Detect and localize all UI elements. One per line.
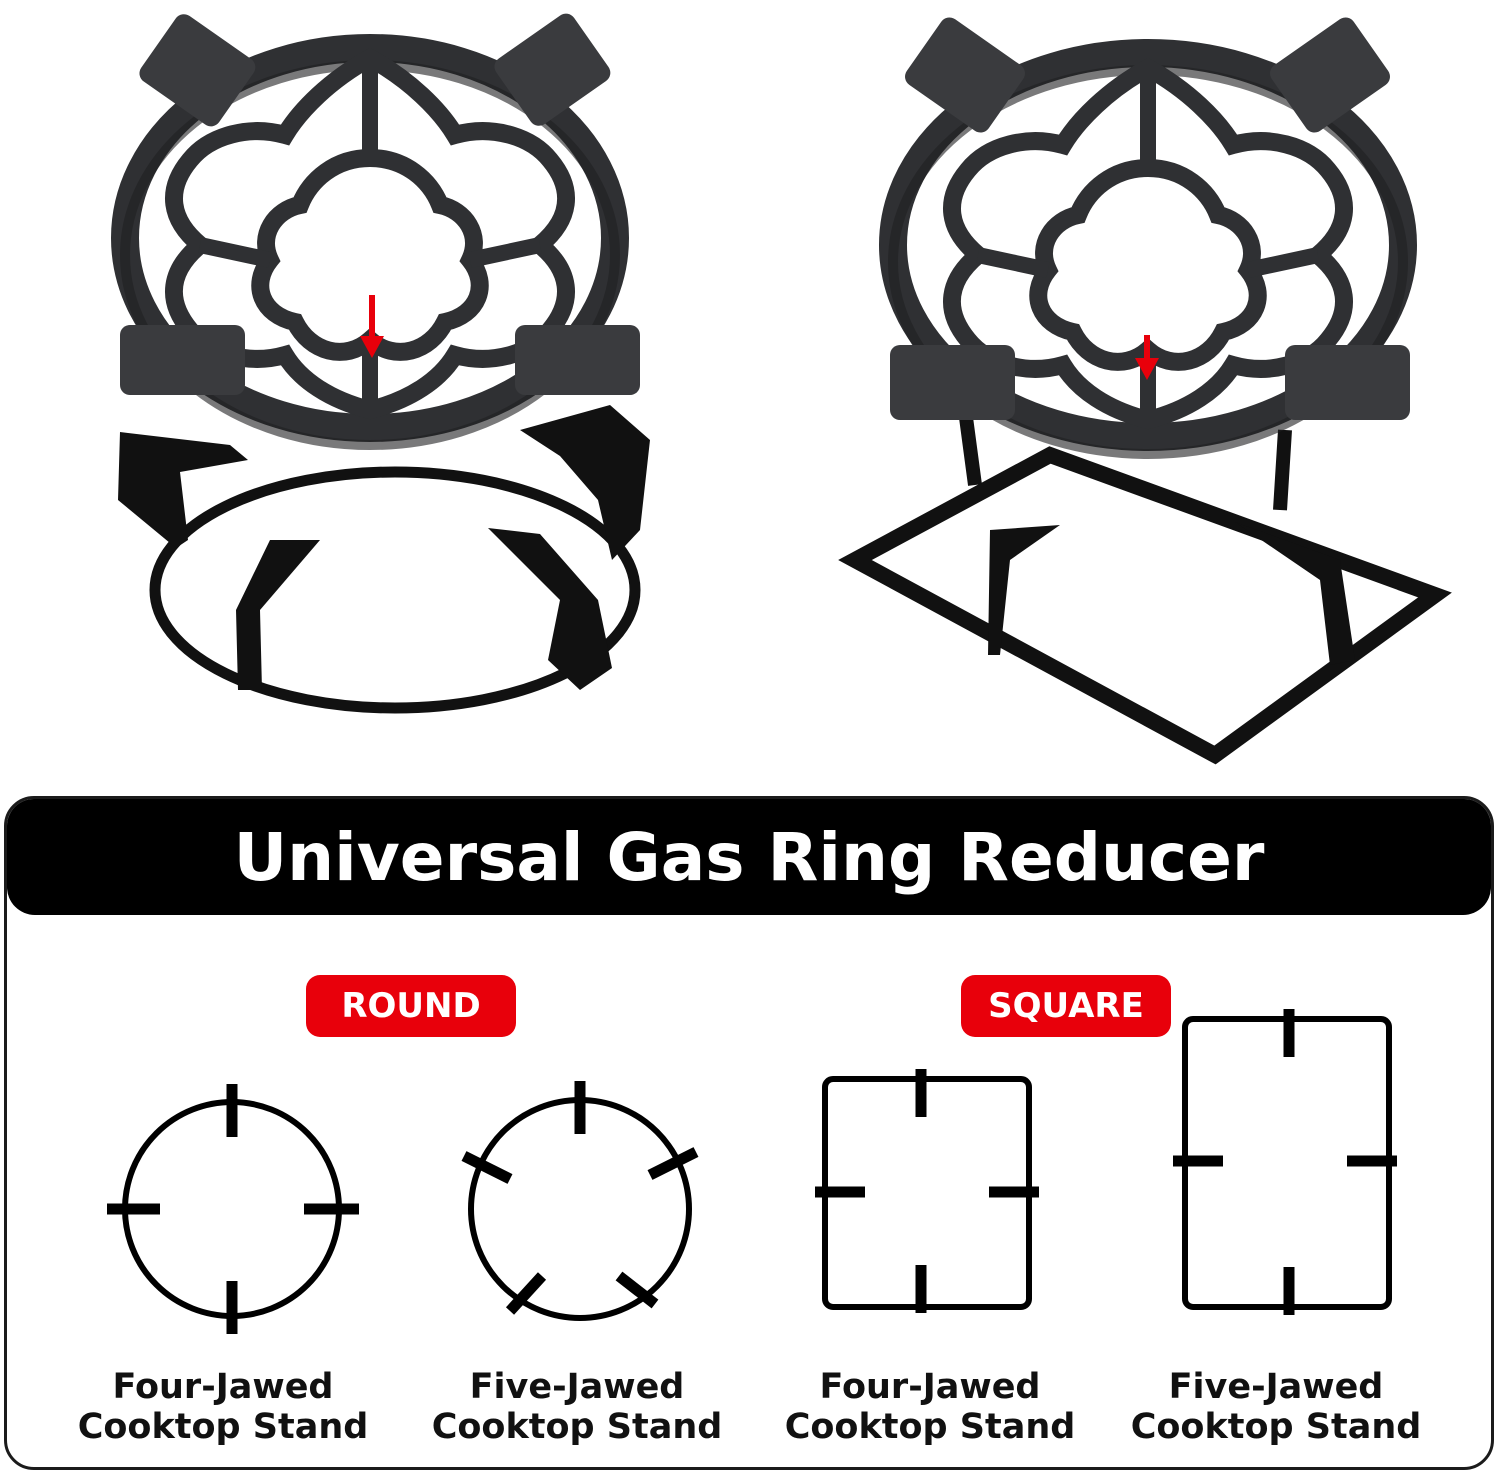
caption-square-five: Five-Jawed Cooktop Stand (1111, 1367, 1441, 1447)
caption-round-four: Four-Jawed Cooktop Stand (58, 1367, 388, 1447)
round-five-jaw-icon (461, 1081, 699, 1321)
round-badge: ROUND (306, 975, 516, 1037)
caption-line2: Cooktop Stand (1130, 1407, 1422, 1447)
caption-line1: Four-Jawed (112, 1367, 334, 1407)
caption-line1: Five-Jawed (1168, 1367, 1384, 1407)
caption-round-five: Five-Jawed Cooktop Stand (412, 1367, 742, 1447)
caption-line1: Four-Jawed (819, 1367, 1041, 1407)
info-panel: Universal Gas Ring Reducer ROUND SQUARE (4, 796, 1494, 1470)
title-banner: Universal Gas Ring Reducer (7, 799, 1491, 915)
round-ring-reducer-photo (111, 13, 650, 714)
caption-line2: Cooktop Stand (784, 1407, 1076, 1447)
caption-line2: Cooktop Stand (431, 1407, 723, 1447)
square-five-jaw-icon (1173, 1009, 1397, 1315)
caption-line1: Five-Jawed (469, 1367, 685, 1407)
square-ring-reducer-photo (838, 17, 1452, 765)
round-four-jaw-icon (107, 1084, 359, 1334)
page-title: Universal Gas Ring Reducer (233, 818, 1265, 896)
caption-square-four: Four-Jawed Cooktop Stand (765, 1367, 1095, 1447)
caption-line2: Cooktop Stand (77, 1407, 369, 1447)
product-photos (111, 13, 1452, 765)
square-badge: SQUARE (961, 975, 1171, 1037)
stand-diagrams (107, 1009, 1397, 1334)
square-four-jaw-icon (815, 1069, 1039, 1313)
